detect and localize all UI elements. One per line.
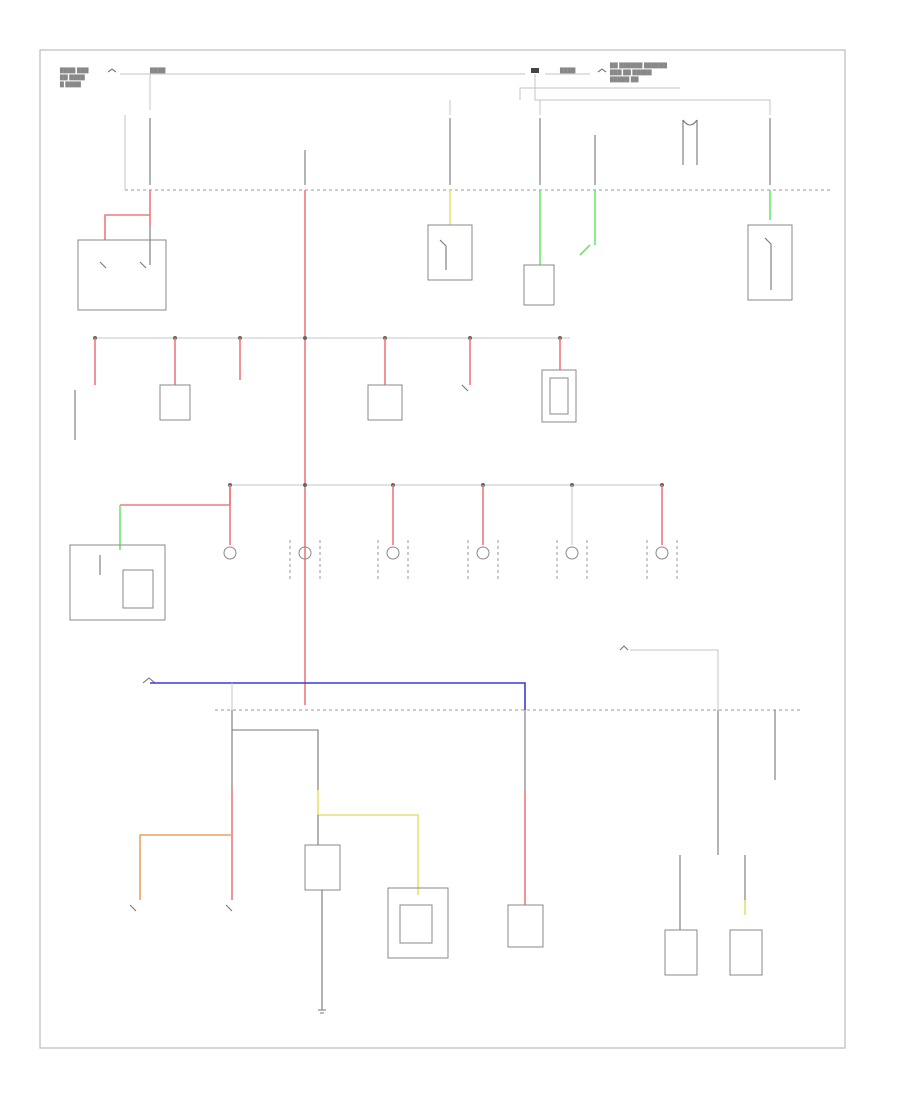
svg-text:███ ██ █████: ███ ██ █████ — [609, 69, 652, 76]
row1-loads — [77, 190, 793, 705]
svg-text:████: ████ — [149, 67, 166, 74]
row3-loads — [69, 483, 678, 621]
svg-text:████ ███: ████ ███ — [59, 67, 89, 74]
row2-loads — [74, 336, 577, 440]
svg-text:████: ████ — [559, 67, 576, 74]
top-battery-section: ████ ███ ██ ████ █ ████ ████ ████ ██ ███… — [59, 62, 830, 191]
lower-ignition-section — [129, 645, 800, 1014]
diagram-border — [39, 49, 846, 1049]
svg-text:██ ████: ██ ████ — [59, 74, 85, 81]
svg-text:██ ██████ ██████: ██ ██████ ██████ — [609, 62, 667, 69]
svg-text:█ ████: █ ████ — [59, 81, 81, 88]
svg-text:█████ ██: █████ ██ — [609, 76, 639, 83]
